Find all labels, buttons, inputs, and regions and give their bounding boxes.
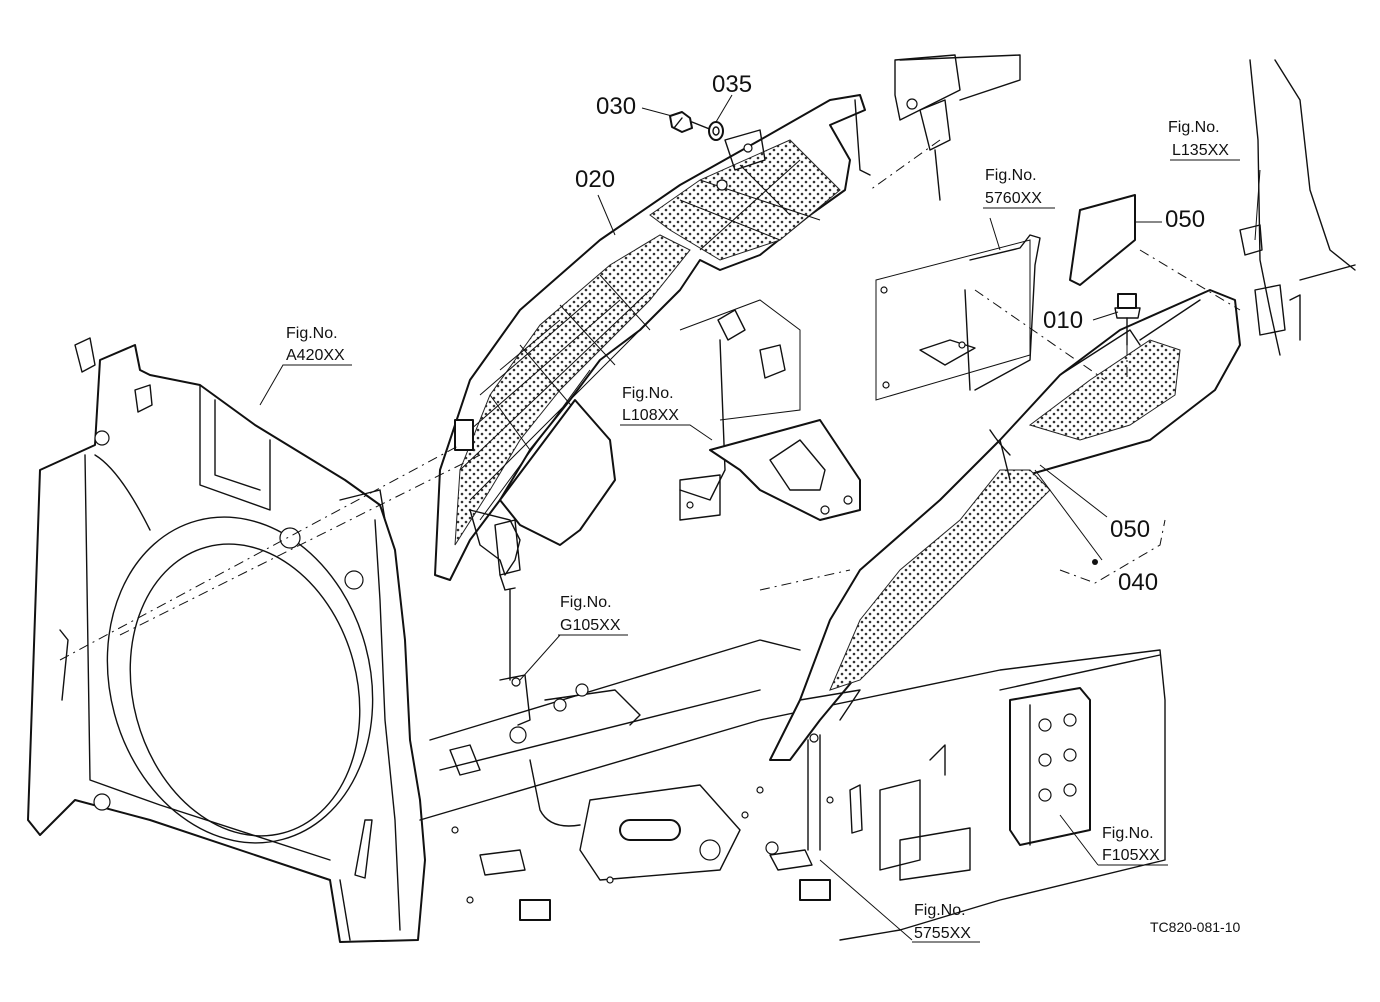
step-panel-040 xyxy=(769,289,1241,761)
fig-ref-code: G105XX xyxy=(560,617,621,634)
fig-ref-code: A420XX xyxy=(286,347,345,364)
fig-ref-l108: Fig.No. L108XX xyxy=(622,385,679,424)
fig-ref-l135: Fig.No. L135XX xyxy=(1168,119,1229,159)
support-pins xyxy=(494,519,821,851)
fig-ref-a420: Fig.No. A420XX xyxy=(286,325,345,364)
fig-ref-caption: Fig.No. xyxy=(985,167,1037,184)
fig-ref-caption: Fig.No. xyxy=(560,594,612,611)
fig-ref-5755: Fig.No. 5755XX xyxy=(914,902,971,942)
part-label-050-side: 050 xyxy=(1110,516,1150,543)
chassis-frame xyxy=(419,639,1166,941)
fig-ref-code: 5755XX xyxy=(914,925,971,942)
bracket-l108 xyxy=(679,299,861,521)
fig-ref-code: F105XX xyxy=(1102,847,1160,864)
leader-lines xyxy=(259,94,1261,943)
part-label-040: 040 xyxy=(1118,569,1158,596)
fig-ref-g105: Fig.No. G105XX xyxy=(560,594,621,634)
fig-ref-caption: Fig.No. xyxy=(286,325,338,342)
radiator-shroud xyxy=(27,337,426,943)
part-label-010: 010 xyxy=(1043,307,1083,334)
fig-ref-code: 5760XX xyxy=(985,190,1042,207)
rops-post xyxy=(1239,59,1356,356)
part-label-050-top: 050 xyxy=(1165,206,1205,233)
part-label-035: 035 xyxy=(712,71,752,98)
fig-ref-caption: Fig.No. xyxy=(1102,825,1154,842)
upper-bracket xyxy=(894,54,1021,201)
illustration-id: TC820-081-10 xyxy=(1150,919,1240,935)
fig-ref-caption: Fig.No. xyxy=(622,385,674,402)
cap-screw-010 xyxy=(1114,293,1141,346)
fig-ref-f105: Fig.No. F105XX xyxy=(1102,825,1160,864)
fig-ref-caption: Fig.No. xyxy=(1168,119,1220,136)
washer-035 xyxy=(708,121,724,141)
seal-050 xyxy=(1069,194,1136,286)
wing-bolt-030 xyxy=(669,111,713,133)
fender-panel-020 xyxy=(434,94,871,581)
fig-ref-code: L108XX xyxy=(622,407,679,424)
assembly-lines xyxy=(59,139,1241,661)
part-label-020: 020 xyxy=(575,166,615,193)
fig-ref-caption: Fig.No. xyxy=(914,902,966,919)
panel-5760 xyxy=(875,234,1041,401)
part-label-030: 030 xyxy=(596,93,636,120)
fig-ref-5760: Fig.No. 5760XX xyxy=(985,167,1042,207)
fig-ref-code: L135XX xyxy=(1172,142,1229,159)
